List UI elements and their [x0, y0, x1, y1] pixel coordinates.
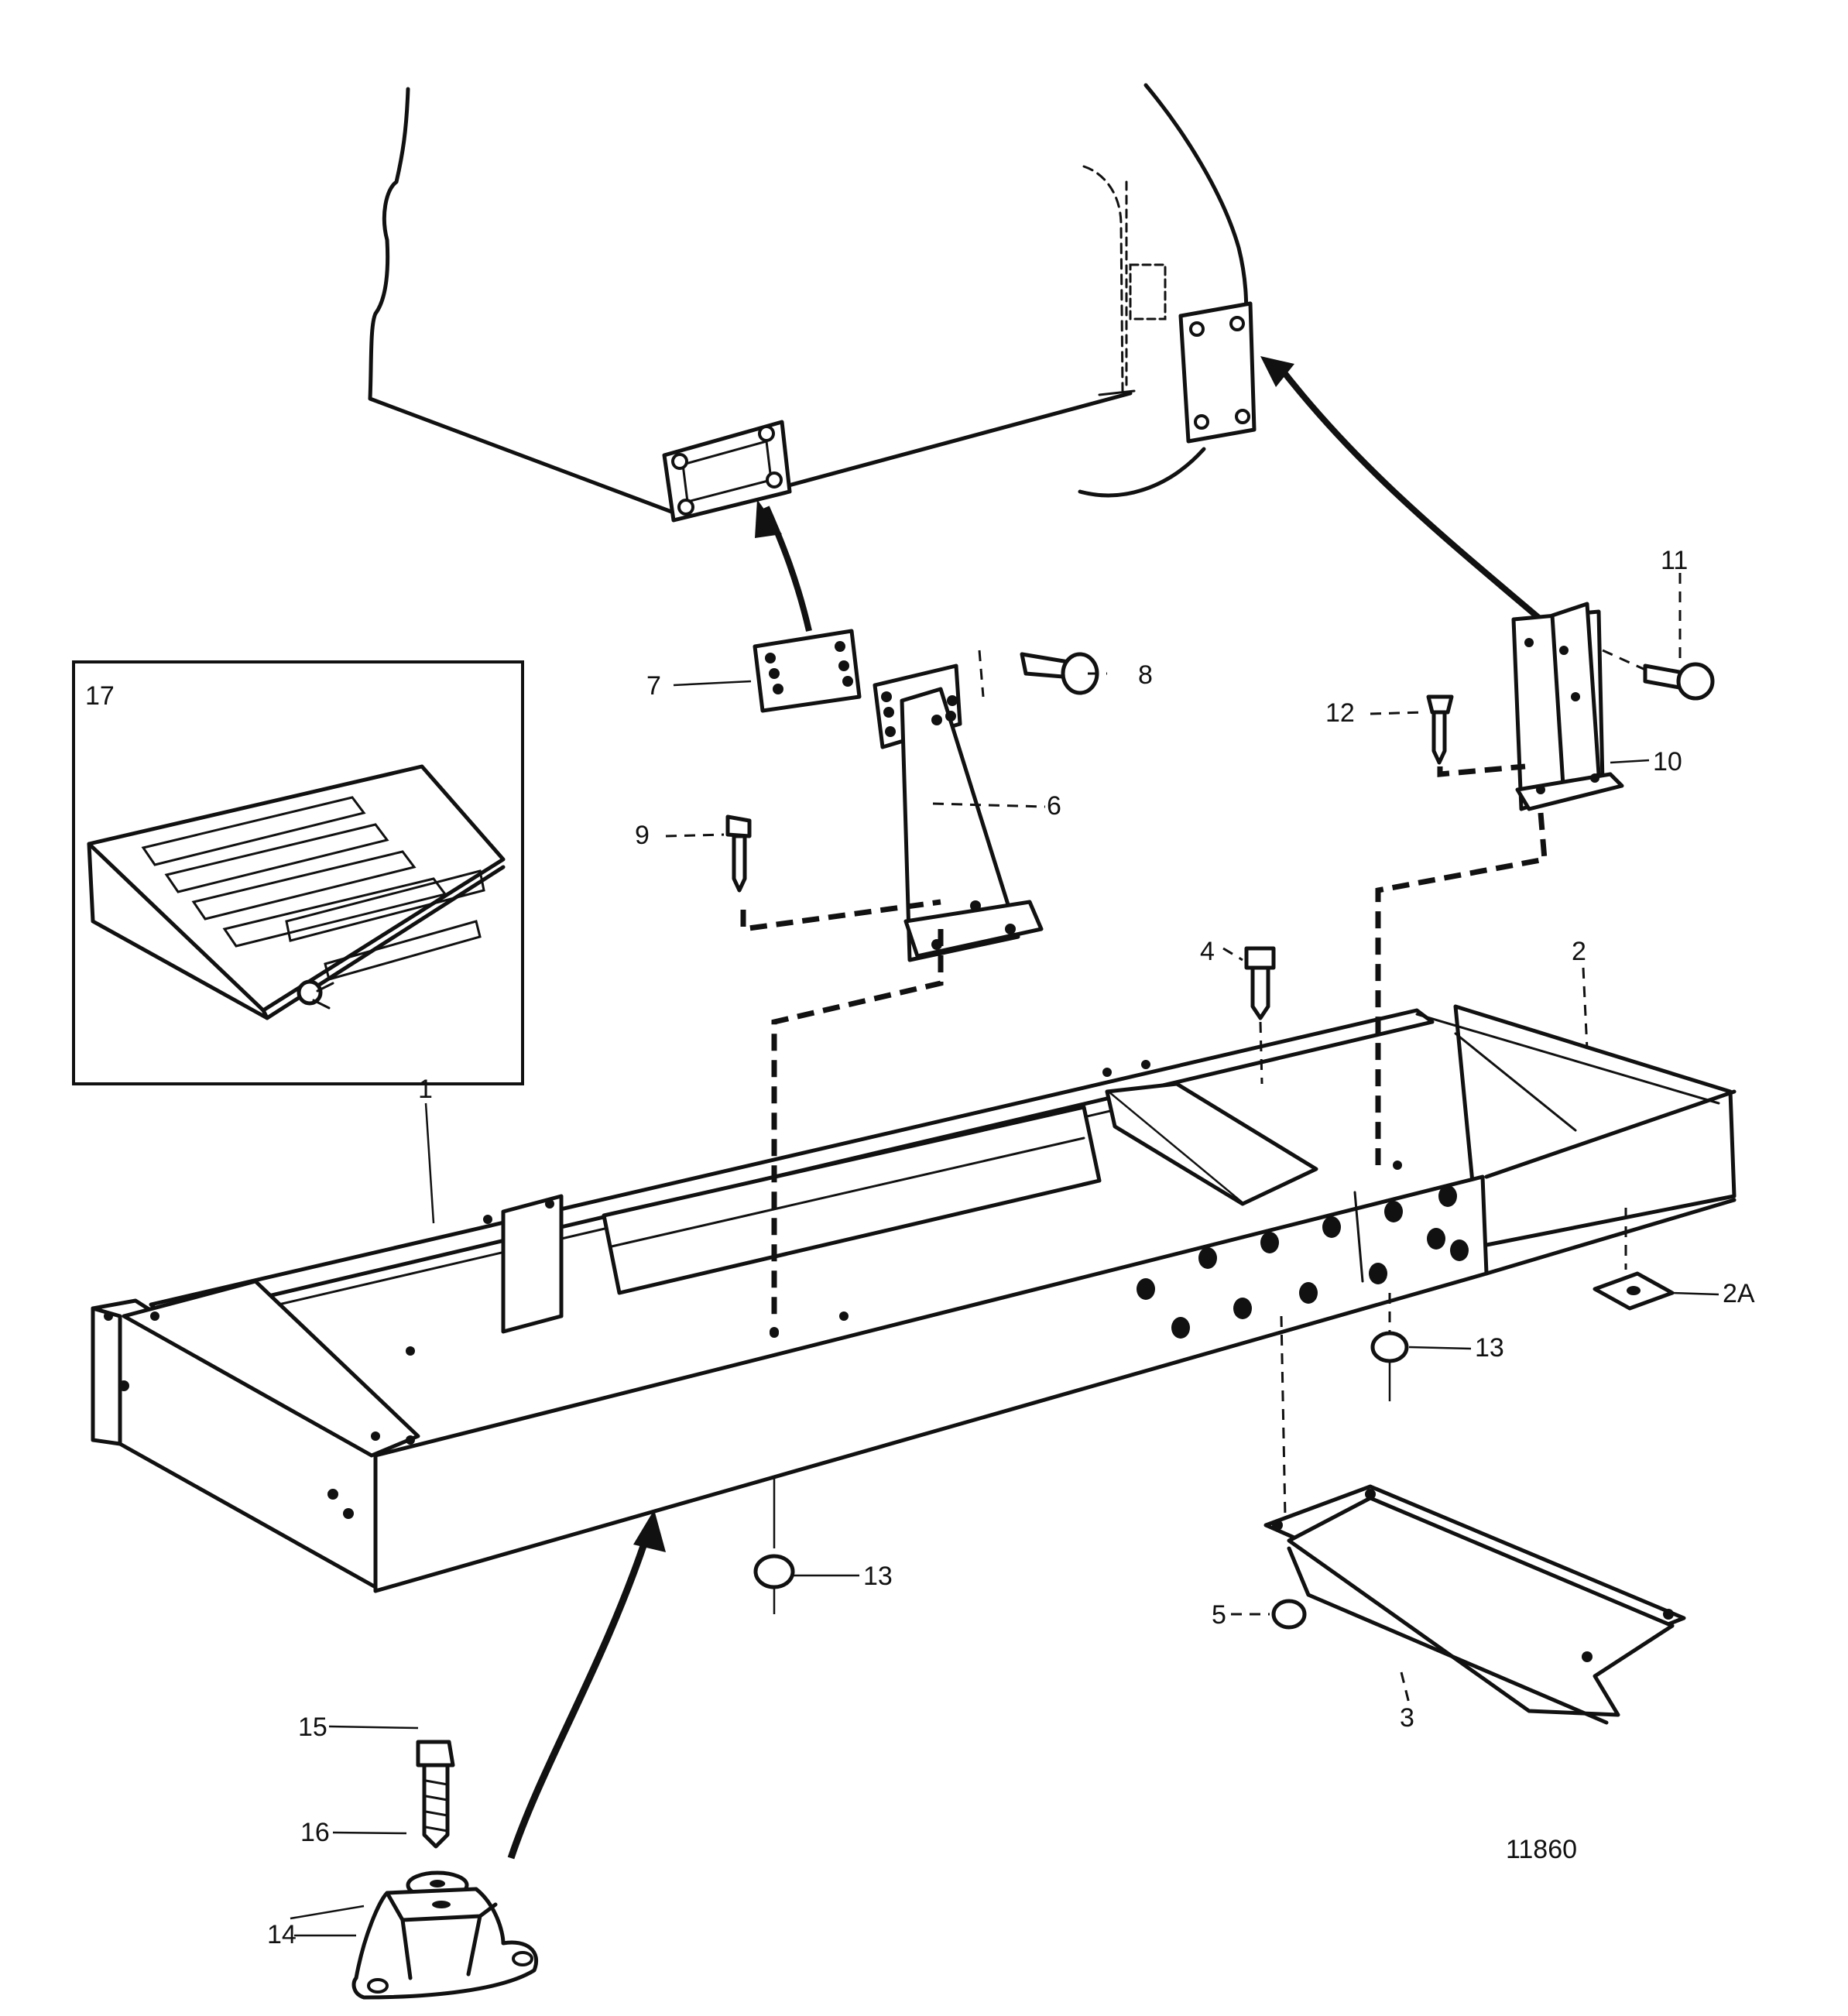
plate-7 — [753, 629, 862, 713]
housing-side-pad — [1178, 301, 1257, 444]
rubber-mount-14 — [351, 1887, 539, 2000]
callout-2: 2 — [1572, 937, 1586, 966]
mount-bolt-15 — [416, 1740, 455, 1849]
drawing-number: 11860 — [1506, 1835, 1577, 1864]
callout-12: 12 — [1325, 698, 1355, 728]
callout-1: 1 — [418, 1075, 433, 1104]
callout-9: 9 — [635, 821, 650, 850]
washer-2a — [1593, 1208, 1675, 1311]
callout-2a: 2A — [1723, 1279, 1755, 1308]
callout-17: 17 — [85, 681, 115, 711]
callout-15: 15 — [298, 1713, 327, 1742]
base-frame — [91, 1004, 1737, 1593]
bracket-right — [1511, 602, 1624, 811]
assembly-arrows — [507, 356, 1543, 1860]
callout-3: 3 — [1400, 1703, 1414, 1733]
bolt-9 — [725, 814, 944, 1316]
callout-4: 4 — [1200, 937, 1215, 966]
engine-housing — [368, 83, 1257, 523]
nut-5 — [1271, 1599, 1307, 1630]
channel-3 — [1263, 1315, 1686, 1725]
bolt-4 — [1244, 946, 1276, 1085]
inset-battery-box — [72, 660, 524, 1085]
nut-13-left — [753, 1479, 795, 1614]
callout-5: 5 — [1212, 1600, 1226, 1630]
bolt-12 — [1375, 694, 1548, 1165]
bolt-11 — [1602, 573, 1715, 701]
callout-14: 14 — [267, 1920, 297, 1949]
leader-lines — [290, 672, 1719, 1937]
callout-13-right: 13 — [1475, 1333, 1504, 1363]
callout-16: 16 — [300, 1818, 330, 1847]
callout-7: 7 — [646, 671, 661, 701]
callout-11: 11 — [1661, 546, 1688, 575]
callout-10: 10 — [1653, 747, 1682, 777]
nut-13-right — [1370, 1293, 1409, 1401]
callout-13-left: 13 — [863, 1562, 893, 1591]
callout-6: 6 — [1047, 791, 1061, 821]
bolt-plate-holes — [1137, 1185, 1469, 1339]
bracket-left — [873, 663, 1044, 962]
bolt-8 — [978, 650, 1099, 698]
callout-8: 8 — [1138, 660, 1153, 690]
housing-front-pad — [662, 420, 792, 523]
callout-labels: 1 2 2A 3 4 5 6 7 8 9 10 11 12 13 13 14 1… — [85, 546, 1755, 1949]
